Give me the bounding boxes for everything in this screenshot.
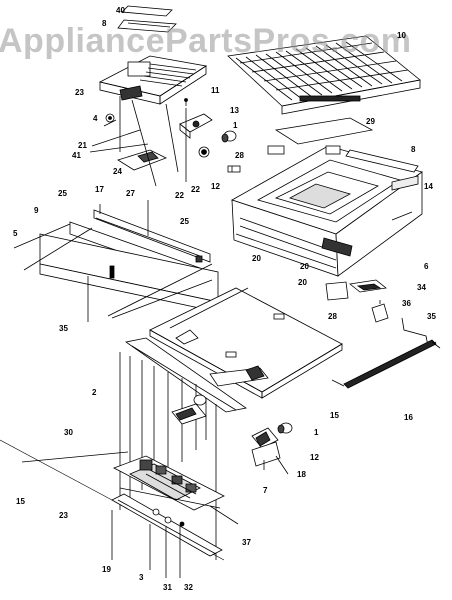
part-shelf-15 (149, 287, 343, 399)
callout-1-top: 1 (233, 121, 238, 130)
callout-40: 40 (116, 6, 125, 15)
callout-36: 36 (402, 299, 411, 308)
callout-28-top: 28 (235, 151, 244, 160)
callout-30: 30 (64, 428, 73, 437)
part-cover-29 (274, 117, 374, 145)
callout-15-mid: 15 (330, 411, 339, 420)
part-screw-4 (105, 113, 115, 123)
part-pad-34 (349, 279, 387, 293)
callout-20-b: 20 (300, 262, 309, 271)
callout-9: 9 (34, 206, 39, 215)
part-control-housing (98, 55, 208, 105)
callout-35-left: 35 (59, 324, 68, 333)
part-front-trim-panels (39, 200, 219, 313)
callout-3: 3 (139, 573, 144, 582)
callout-6: 6 (424, 262, 429, 271)
callout-16: 16 (404, 413, 413, 422)
part-crisper-pan (231, 145, 423, 277)
part-foot-28 (325, 281, 349, 301)
callout-31: 31 (163, 583, 172, 592)
callout-10: 10 (397, 31, 406, 40)
callout-41: 41 (72, 151, 81, 160)
callout-15-left: 15 (16, 497, 25, 506)
callout-5: 5 (13, 229, 18, 238)
part-28 (227, 165, 241, 173)
callout-23-bottom: 23 (59, 511, 68, 520)
callout-20-a: 20 (252, 254, 261, 263)
callout-32: 32 (184, 583, 193, 592)
part-top-bracket (117, 5, 177, 33)
callout-8-top: 8 (102, 19, 107, 28)
part-shelf-cover (227, 35, 421, 115)
callout-34: 34 (417, 283, 426, 292)
callout-18: 18 (297, 470, 306, 479)
callout-12-bottom: 12 (310, 453, 319, 462)
callout-19: 19 (102, 565, 111, 574)
callout-25-right: 25 (180, 217, 189, 226)
part-slider-24 (117, 149, 167, 171)
callout-8-right: 8 (411, 145, 416, 154)
callout-7: 7 (263, 486, 268, 495)
part-socket-12 (198, 146, 210, 158)
callout-25-left: 25 (58, 189, 67, 198)
callout-24: 24 (113, 167, 122, 176)
part-knob-1 (221, 130, 237, 143)
callout-13: 13 (230, 106, 239, 115)
part-bracket-13 (179, 113, 213, 139)
callout-29: 29 (366, 117, 375, 126)
callout-17: 17 (95, 185, 104, 194)
part-damper-assembly (171, 394, 293, 467)
callout-23-top: 23 (75, 88, 84, 97)
callout-12-top: 12 (211, 182, 220, 191)
callout-27: 27 (126, 189, 135, 198)
callout-14: 14 (424, 182, 433, 191)
callout-11: 11 (211, 86, 220, 95)
part-bracket-36 (371, 300, 389, 323)
callout-28-bottom: 28 (328, 312, 337, 321)
part-heater-16 (331, 339, 441, 389)
callout-20-c: 20 (298, 278, 307, 287)
callout-22-b: 22 (175, 191, 184, 200)
callout-4: 4 (93, 114, 98, 123)
callout-2: 2 (92, 388, 97, 397)
callout-1-bottom: 1 (314, 428, 319, 437)
callout-37: 37 (242, 538, 251, 547)
callout-22-a: 22 (191, 185, 200, 194)
part-rail-2 (125, 337, 247, 413)
part-control-board-37 (113, 455, 225, 511)
callout-35-right: 35 (427, 312, 436, 321)
part-bottom-rail (111, 493, 239, 578)
callout-21: 21 (78, 141, 87, 150)
